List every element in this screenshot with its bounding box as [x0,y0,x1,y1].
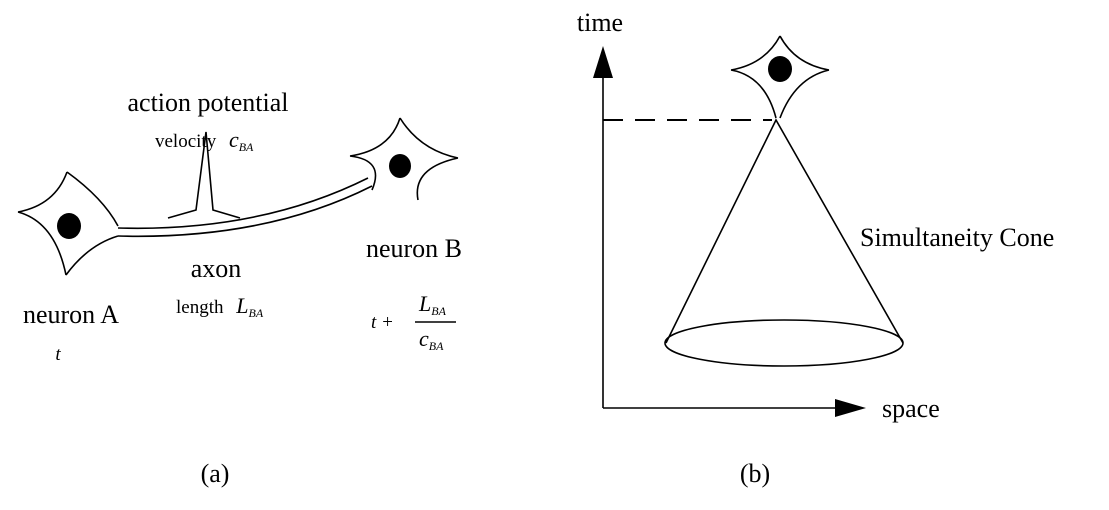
panel-a: action potential velocity cBA axon lengt… [17,88,462,488]
apex-neuron-cell [730,35,830,119]
axon [117,177,373,238]
time-axis-label: time [577,8,623,37]
neuron-a-cell [17,171,119,276]
neuron-b-time-prefix: t + [371,312,394,333]
simultaneity-cone-sides [665,118,904,344]
neuron-b-cell [349,117,459,201]
neuron-b-label: neuron B [366,234,462,263]
length-text: length LBA [176,293,264,320]
space-axis-arrowhead [835,399,866,417]
neuron-a-label: neuron A [23,300,119,329]
time-axis-arrowhead [593,46,613,78]
simultaneity-cone-base [664,319,904,367]
panel-b: time space Simultaneity Cone (b) [577,8,1054,488]
axon-label: axon [191,254,242,283]
fraction-numerator: LBA [418,291,447,318]
fraction-denominator: cBA [419,326,444,353]
panel-b-caption: (b) [740,459,770,488]
neuron-a-nucleus [57,213,81,239]
apex-neuron-nucleus [768,56,792,82]
action-potential-spike [167,131,241,219]
space-axis-label: space [882,394,940,423]
neuron-a-time: t [55,344,61,365]
neuron-b-nucleus [389,154,411,178]
panel-a-caption: (a) [201,459,230,488]
velocity-text: velocity cBA [155,127,254,154]
simultaneity-cone-label: Simultaneity Cone [860,223,1054,252]
delay-fraction: LBA cBA [415,291,456,353]
action-potential-label: action potential [127,88,288,117]
